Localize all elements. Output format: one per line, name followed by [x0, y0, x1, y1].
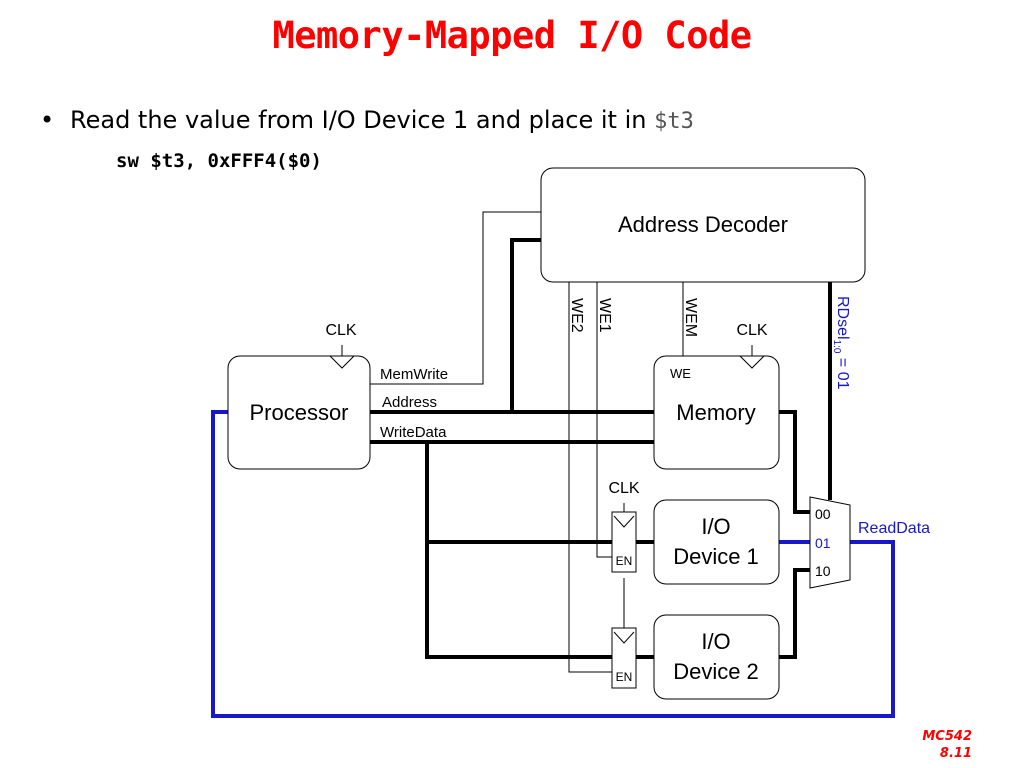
io-chain-bus: [636, 540, 654, 659]
rdsel-label: RDsel1:0 = 01: [831, 296, 851, 390]
io-device-1-label-line2: Device 1: [673, 544, 759, 569]
io-device-2-label-line2: Device 2: [673, 659, 759, 684]
mux-input-00: 00: [815, 506, 831, 522]
memory-clk-triangle: [739, 355, 765, 369]
processor-box: [227, 355, 371, 470]
register-1-en-label: EN: [616, 554, 633, 568]
footer-page: 8.11: [939, 746, 972, 761]
register-2-clk-triangle: [613, 631, 635, 644]
processor-clk-triangle: [329, 355, 355, 369]
rdsel-value: = 01: [834, 353, 851, 389]
wem-label: WEM: [682, 298, 699, 337]
memwrite-wire: [370, 211, 541, 385]
mux-input-10: 10: [815, 563, 831, 579]
memory-readdata-bus: [779, 410, 810, 514]
io-device-2-label-line1: I/O: [701, 629, 730, 654]
address-decoder-box: [540, 167, 866, 283]
slide-footer: MC542 8.11: [922, 728, 972, 762]
register-1-clk-triangle: [613, 515, 635, 528]
readdata-feedback-bus: [211, 410, 895, 718]
register-2-en-label: EN: [616, 670, 633, 684]
writedata-label: WriteData: [380, 424, 447, 441]
address-label: Address: [382, 394, 437, 411]
register-2: [611, 627, 637, 689]
rdsel-name: RDsel: [834, 296, 851, 340]
io-clk-label: CLK: [608, 480, 639, 497]
slide-title: Memory-Mapped I/O Code: [272, 14, 752, 57]
memory-box: [653, 355, 780, 470]
rdsel-subscript: 1:0: [831, 340, 842, 354]
read-mux: [809, 496, 851, 589]
readdata-label: ReadData: [858, 520, 930, 537]
io2-readdata-bus: [779, 568, 810, 659]
io-device-2-box: [653, 614, 780, 700]
io-device-1-box: [653, 499, 780, 585]
we1-label: WE1: [596, 298, 613, 333]
mux-input-01: 01: [815, 535, 831, 551]
code-line: sw $t3, 0xFFF4($0): [116, 150, 322, 172]
register-1: [611, 511, 637, 573]
we1-wire: [596, 282, 614, 558]
data-buses: [370, 238, 832, 659]
memwrite-label: MemWrite: [380, 366, 448, 383]
bullet-register: $t3: [654, 109, 694, 134]
bullet-line: • Read the value from I/O Device 1 and pl…: [40, 106, 694, 134]
readdata-highlight: [211, 410, 895, 718]
writedata-down-bus: [425, 442, 612, 659]
we2-wire: [568, 282, 614, 673]
processor-label: Processor: [249, 400, 348, 425]
io-device-1-label-line1: I/O: [701, 514, 730, 539]
bullet-text: Read the value from I/O Device 1 and pla…: [70, 106, 655, 134]
address-to-decoder-bus: [510, 238, 541, 412]
memory-label: Memory: [676, 400, 755, 425]
address-decoder-label: Address Decoder: [618, 212, 788, 237]
processor-clk-label: CLK: [325, 322, 356, 339]
bullet-dot: •: [40, 106, 55, 134]
memory-clk-label: CLK: [736, 322, 767, 339]
memory-we-label: WE: [670, 366, 691, 381]
we2-label: WE2: [568, 298, 585, 333]
footer-course: MC542: [922, 729, 972, 744]
